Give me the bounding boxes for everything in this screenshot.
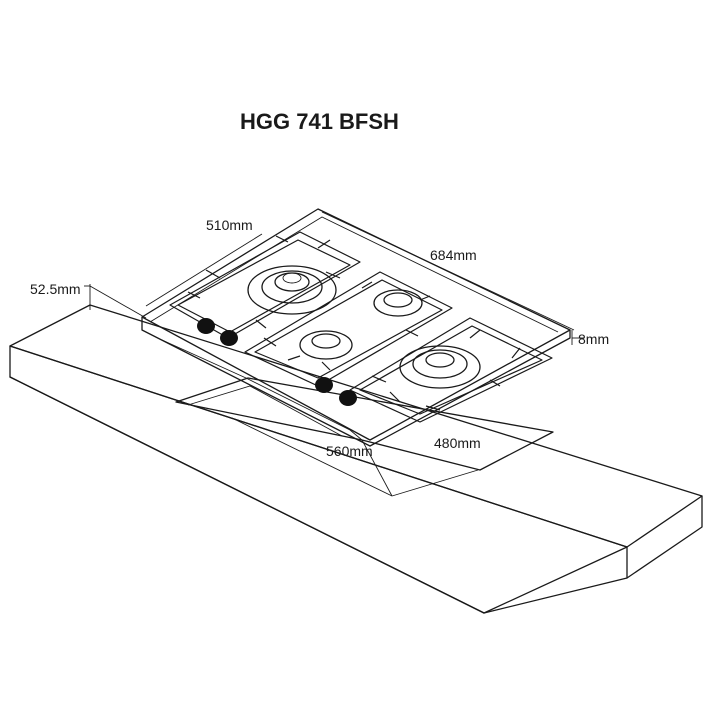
cutout-inner-edge [187,385,343,437]
countertop-right-face [626,495,703,579]
burner-small-rear [373,289,423,317]
label-cutout-width: 560mm [326,443,373,459]
hob-inner-rim [149,216,559,333]
burner-ring-outer [299,330,353,360]
cutout-outline [175,377,554,471]
knob-icon [315,377,333,393]
grate-fingers-left [187,235,341,329]
grate-right [349,317,553,423]
dim-line-cutout-depth [391,469,479,497]
knob-icon [339,390,357,406]
countertop [9,304,703,614]
burner-cap [274,272,310,292]
burner-cap [311,333,341,349]
dimension-lines [84,211,584,497]
grate-middle-inner [254,279,443,379]
burner-ring-middle [261,270,323,304]
dim-leader-height [89,285,147,319]
dim-line-width [321,211,575,331]
label-width: 684mm [430,247,477,263]
grate-fingers-middle [263,281,431,371]
grate-right-inner [359,325,543,415]
burner-ring-outer [247,265,337,315]
hob-glass-edge [141,316,571,447]
countertop-front-edge [9,376,485,614]
burner-cap [383,292,413,308]
burner-cap-top [282,272,302,284]
label-cutout-depth: 480mm [434,435,481,451]
burner-small-front [299,330,353,360]
label-thickness: 8mm [578,331,609,347]
burner-ring-outer [373,289,423,317]
cutout [175,377,554,471]
label-depth: 510mm [206,217,253,233]
hob [141,208,571,447]
dim-leader-cutout-width [361,439,393,497]
dim-line-cutout-width [231,417,393,497]
model-title: HGG 741 BFSH [240,109,399,134]
dim-line-depth [145,233,263,307]
hob-body-bottom [161,339,363,441]
label-height: 52.5mm [30,281,81,297]
burner-large-left [247,265,337,315]
burner-ring-outer [399,345,481,389]
grate-fingers-right [371,329,521,411]
pan-supports [169,231,553,423]
burner-ring-middle [412,349,468,379]
control-knobs [197,318,357,406]
grate-middle [244,271,453,387]
burner-cap [425,352,455,368]
knob-icon [220,330,238,346]
burner-wok-right [399,345,481,389]
knob-icon [197,318,215,334]
